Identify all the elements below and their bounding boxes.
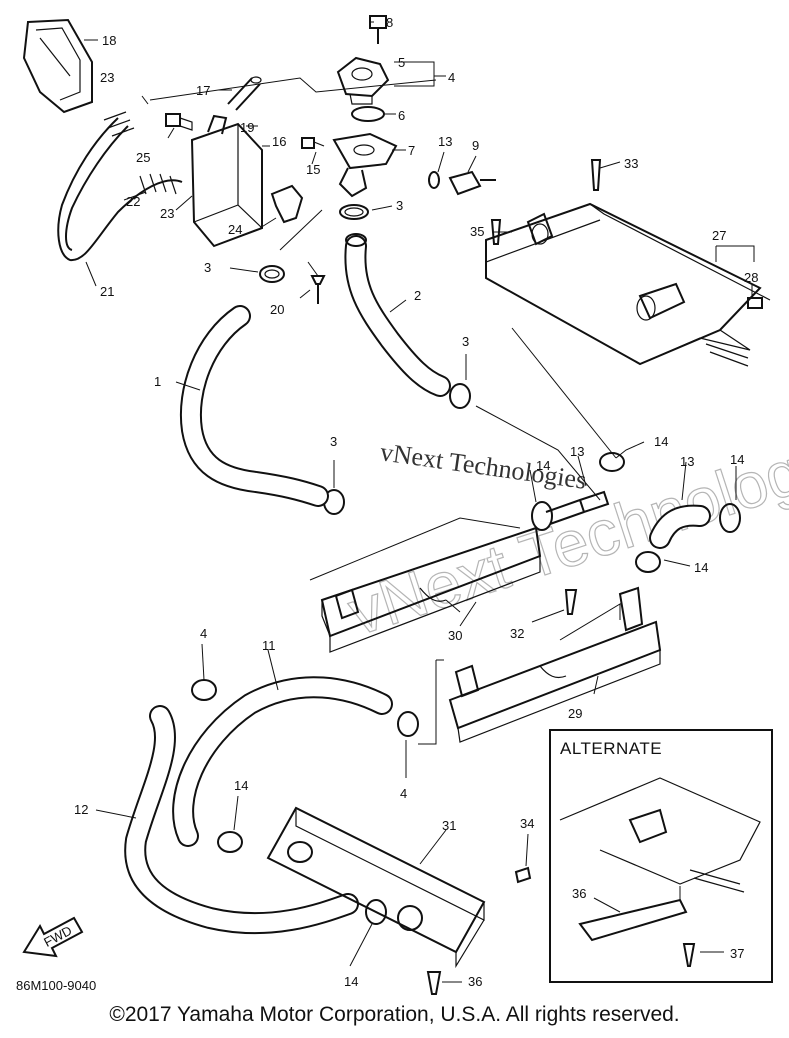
callout-10: 13 (438, 134, 452, 149)
callout-20: 20 (270, 302, 284, 317)
callout-3-lower: 3 (330, 434, 337, 449)
callout-14-f: 14 (344, 974, 358, 989)
part-15-bolt (301, 137, 325, 149)
part-3-clamp-mid (449, 383, 471, 409)
callout-28: 29 (568, 706, 582, 721)
callout-7: 7 (408, 143, 415, 158)
part-10-washer (428, 171, 440, 189)
part-9-sensor (448, 170, 496, 196)
callout-17: 19 (240, 120, 254, 135)
part-1-hose (180, 305, 329, 507)
part-33-bolt (514, 866, 532, 884)
callout-34: 36 (468, 974, 482, 989)
part-32-bolt (590, 159, 602, 191)
callout-3-mid: 3 (462, 334, 469, 349)
callout-33: 34 (520, 816, 534, 831)
callout-4-bottom: 4 (400, 786, 407, 801)
callout-37: 37 (730, 946, 744, 961)
part-11-hose (172, 676, 393, 847)
watermark-text: vNext Technologies (378, 437, 588, 495)
part-14-clamp-a (599, 452, 625, 472)
callout-19: 18 (102, 33, 116, 48)
part-6-oring (351, 106, 385, 122)
part-12-hose (124, 705, 359, 935)
callout-18: 17 (196, 83, 210, 98)
part-3-clamp-left (259, 265, 285, 283)
callout-14-c: 14 (730, 452, 744, 467)
callout-9: 9 (472, 138, 479, 153)
part-31-bolt (564, 589, 578, 615)
part-4-clamp-top (191, 679, 217, 701)
part-35-bolt (490, 219, 502, 245)
part-19-cover (22, 18, 93, 114)
callout-14-b: 14 (536, 458, 550, 473)
part-34-bolt (426, 971, 442, 995)
callout-26: 27 (712, 228, 726, 243)
callout-3-left: 3 (204, 260, 211, 275)
callout-11: 11 (262, 638, 276, 653)
part-18-tube (227, 76, 262, 111)
callout-21: 21 (100, 284, 114, 299)
callout-14-e: 14 (234, 778, 248, 793)
callout-27: 28 (744, 270, 758, 285)
watermark: vNext Technologies vNext Technologies (339, 409, 789, 650)
part-13-hose-b (649, 504, 711, 549)
leader-lines (84, 21, 755, 983)
callout-31: 32 (510, 626, 524, 641)
part-2-hose (344, 233, 451, 397)
callout-35: 35 (470, 224, 484, 239)
callout-14-d: 14 (694, 560, 708, 575)
part-30-heat-exchanger (266, 806, 486, 969)
fwd-arrow-icon: FWD (22, 916, 84, 958)
callout-30: 31 (442, 818, 456, 833)
callout-23-top: 23 (100, 70, 114, 85)
callout-36: 36 (572, 886, 586, 901)
callout-24: 24 (228, 222, 242, 237)
diagram-code: 86M100-9040 (16, 978, 96, 993)
part-20-bolt (310, 275, 326, 304)
part-14-clamp-f (365, 899, 387, 925)
callout-8: 8 (386, 15, 393, 30)
callout-4-upper: 4 (448, 70, 455, 85)
part-14-clamp-b (531, 501, 553, 531)
part-27-bolt (747, 297, 763, 309)
part-5-cap (336, 56, 390, 105)
part-3-clamp-top (339, 204, 369, 220)
part-7-housing (332, 132, 398, 198)
part-21-hose-loop (57, 111, 183, 262)
callout-13-a: 13 (570, 444, 584, 459)
copyright-notice: ©2017 Yamaha Motor Corporation, U.S.A. A… (109, 1003, 680, 1026)
callout-16: 16 (272, 134, 286, 149)
part-26-heat-exchanger (485, 202, 771, 367)
callout-14-a: 14 (654, 434, 668, 449)
callout-2: 2 (414, 288, 421, 303)
callout-labels: 18 8 5 4 6 7 13 9 3 17 23 19 16 15 25 22… (16, 15, 758, 993)
callout-3-top: 3 (396, 198, 403, 213)
callout-32: 33 (624, 156, 638, 171)
callout-13-b: 13 (680, 454, 694, 469)
part-28-heat-exchanger (448, 586, 662, 743)
callout-6: 6 (398, 108, 405, 123)
part-29-heat-exchanger (320, 526, 542, 653)
callout-4-top: 4 (200, 626, 207, 641)
callout-22: 22 (126, 194, 140, 209)
part-14-clamp-d (635, 551, 661, 573)
alternate-box (549, 729, 773, 983)
part-25-fitting (165, 113, 193, 131)
part-4-clamp-bottom (397, 711, 419, 737)
part-14-clamp-e (217, 831, 243, 853)
callout-25: 25 (136, 150, 150, 165)
callout-1: 1 (154, 374, 161, 389)
part-16-reservoir-tank (190, 114, 263, 248)
part-8-bolt (369, 15, 387, 44)
callout-23-bottom: 23 (160, 206, 174, 221)
callout-5: 5 (398, 55, 405, 70)
alternate-title: ALTERNATE (560, 739, 663, 758)
callout-12: 12 (74, 802, 88, 817)
part-14-clamp-c (719, 503, 741, 533)
callout-29: 30 (448, 628, 462, 643)
callout-15: 15 (306, 162, 320, 177)
part-24-bracket (270, 184, 304, 224)
